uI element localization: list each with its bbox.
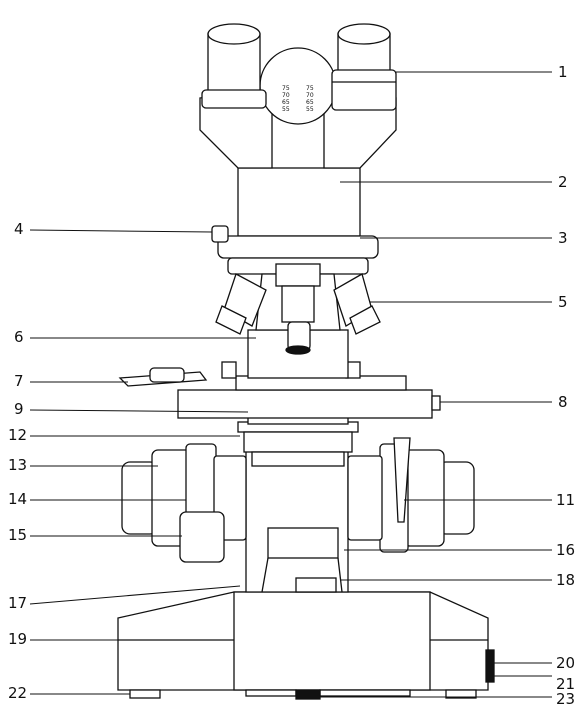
ipd-left-2: 65	[282, 99, 290, 106]
ipd-scale-left: 75 70 65 55	[282, 85, 290, 113]
nosepiece-lock	[211, 225, 229, 243]
label-13: 13	[8, 456, 27, 474]
base	[117, 591, 495, 700]
label-9: 9	[14, 400, 24, 418]
body-tube	[217, 167, 379, 379]
label-18: 18	[556, 571, 575, 589]
label-8: 8	[558, 393, 568, 411]
ipd-right-2: 65	[306, 99, 314, 106]
label-19: 19	[8, 630, 27, 648]
arm	[245, 449, 349, 593]
stage	[118, 361, 441, 419]
focus-knobs-left	[121, 443, 247, 563]
callout-labels: 1 2 3 4 5 6 7 8 9 11 12 13 14 15 16 17 1…	[8, 63, 575, 708]
label-20: 20	[556, 654, 575, 672]
objectives	[215, 263, 381, 355]
label-5: 5	[558, 293, 568, 311]
label-6: 6	[14, 328, 24, 346]
focus-knobs-right	[347, 437, 475, 553]
label-11: 11	[556, 491, 575, 509]
label-4: 4	[14, 220, 24, 238]
label-7: 7	[14, 372, 24, 390]
label-1: 1	[558, 63, 568, 81]
eyepieces	[201, 23, 397, 111]
ipd-left-0: 75	[282, 85, 290, 92]
ipd-left-1: 70	[282, 92, 290, 99]
label-12: 12	[8, 426, 27, 444]
label-16: 16	[556, 541, 575, 559]
label-17: 17	[8, 594, 27, 612]
label-14: 14	[8, 490, 27, 508]
label-23: 23	[556, 690, 575, 708]
ipd-right-3: 55	[306, 106, 314, 113]
ipd-scale-right: 75 70 65 55	[306, 85, 314, 113]
leader-lines	[29, 71, 552, 698]
ipd-left-3: 55	[282, 106, 290, 113]
ipd-right-1: 70	[306, 92, 314, 99]
label-2: 2	[558, 173, 568, 191]
label-22: 22	[8, 684, 27, 702]
label-15: 15	[8, 526, 27, 544]
ipd-right-0: 75	[306, 85, 314, 92]
label-21: 21	[556, 675, 575, 693]
label-3: 3	[558, 229, 568, 247]
